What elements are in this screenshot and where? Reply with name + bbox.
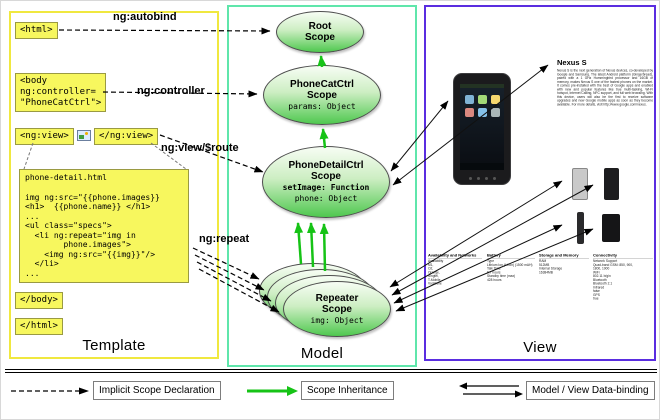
code-body: img ng:src="{{phone.images}} <h1> {{phon… (25, 192, 160, 278)
legend-implicit-label: Implicit Scope Declaration (93, 381, 221, 400)
data-binding-arrows-icon (459, 382, 523, 398)
phonecatctrl-scope-prop: params: Object (288, 101, 356, 111)
code-filename: phone-detail.html (25, 173, 107, 182)
spec-availability-body: Availability M1, O2, Orange, Singtel, T-… (428, 259, 444, 286)
body-close-tag: </body> (15, 292, 63, 309)
spec-battery: Battery Type Lithium Ion (Li-Ion) (1500 … (487, 253, 535, 357)
view-column-label: View (523, 339, 557, 356)
phone-thumbnail-2 (598, 164, 624, 204)
scope-inheritance-arrow-icon (247, 386, 298, 396)
legend-divider (5, 369, 657, 373)
spec-battery-header: Battery (487, 253, 535, 259)
ng-repeat-label: ng:repeat (199, 233, 250, 245)
phone-dock (460, 163, 504, 170)
body-open-tag: <body ng:controller= "PhoneCatCtrl"> (15, 73, 107, 112)
phone-photo (453, 73, 511, 185)
repeater-scope-ellipse-front: Repeater Scope img: Object (283, 281, 391, 337)
image-placeholder-hill (79, 135, 84, 139)
html-close-tag: </html> (15, 318, 63, 335)
spec-availability-header: Availability and Networks (428, 253, 482, 259)
image-placeholder-icon (77, 130, 91, 141)
phonedetailctrl-scope-phone: phone: Object (294, 194, 358, 203)
ng-autobind-label: ng:autobind (113, 11, 177, 23)
repeater-scope-title: Repeater Scope (315, 292, 359, 315)
html-open-tag: <html> (15, 22, 58, 39)
template-column: Template (9, 11, 219, 359)
ng-controller-label: ng:controller (137, 85, 205, 97)
thumbnail-2-image (603, 168, 619, 200)
image-placeholder-sun (85, 132, 88, 135)
phone-description-block: Nexus S is the next generation of Nexus … (557, 69, 653, 161)
phone-screen (460, 84, 504, 170)
model-column-label: Model (300, 345, 344, 362)
phone-app-grid (460, 95, 504, 117)
thumbnail-3-image (576, 212, 584, 244)
legend-inheritance-label: Scope Inheritance (301, 381, 394, 400)
phone-thumbnail-3 (567, 208, 593, 248)
ng-view-open-tag: <ng:view> (15, 128, 74, 145)
phone-statusbar (460, 84, 504, 88)
spec-connectivity-header: Connectivity (593, 253, 653, 259)
root-scope-ellipse: Root Scope (276, 11, 364, 53)
spec-availability: Availability and Networks Availability M… (428, 253, 482, 357)
repeater-scope-prop: img: Object (310, 315, 364, 325)
spec-storage: Storage and Memory RAM 512MB Internal St… (539, 253, 589, 357)
spec-battery-body: Type Lithium Ion (Li-Ion) (1500 mAH) Tal… (487, 259, 533, 282)
phonecatctrl-scope-ellipse: PhoneCatCtrl Scope params: Object (263, 65, 381, 125)
ng-view-route-label: ng:view/$route (161, 142, 239, 154)
spec-storage-header: Storage and Memory (539, 253, 589, 259)
spec-connectivity-body: Network Support Quad-band GSM: 850, 900,… (593, 259, 633, 301)
phone-detail-code-snippet: phone-detail.html img ng:src="{{phone.im… (19, 169, 189, 283)
legend-databinding-label: Model / View Data-binding (526, 381, 655, 400)
template-column-label: Template (82, 337, 146, 354)
root-scope-title: Root Scope (304, 21, 335, 43)
ng-view-close-tag: </ng:view> (94, 128, 159, 145)
phonedetailctrl-scope-ellipse: PhoneDetailCtrl Scope setImage: Function… (262, 146, 390, 218)
phonedetailctrl-scope-setimage: setImage: Function (282, 183, 370, 192)
thumbnail-1-image (572, 168, 588, 200)
spec-storage-body: RAM 512MB Internal Storage 16384MB (539, 259, 563, 275)
phone-description: Nexus S is the next generation of Nexus … (557, 69, 653, 107)
thumbnail-4-image (602, 214, 620, 242)
spec-connectivity: Connectivity Network Support Quad-band G… (593, 253, 653, 357)
implicit-scope-arrow-icon (11, 387, 89, 395)
phonedetailctrl-scope-title: PhoneDetailCtrl Scope (288, 160, 364, 182)
phone-thumbnail-4 (598, 208, 624, 248)
phone-title: Nexus S (557, 58, 587, 67)
phone-nav-buttons (454, 177, 510, 180)
phone-thumbnail-1 (567, 164, 593, 204)
phonecatctrl-scope-title: PhoneCatCtrl Scope (290, 78, 354, 101)
